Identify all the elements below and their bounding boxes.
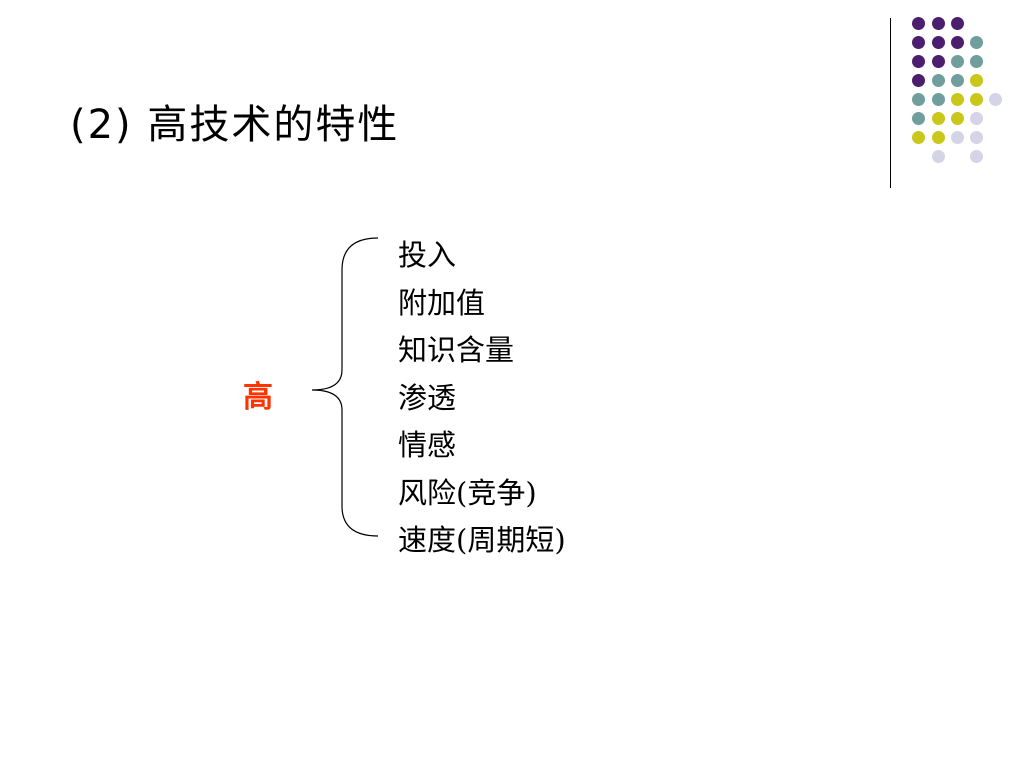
list-item: 渗透: [398, 380, 457, 415]
decorative-dot: [931, 111, 945, 125]
decorative-dot: [950, 92, 964, 106]
slide-title: (2) 高技术的特性: [70, 102, 400, 148]
decorative-dot: [950, 16, 964, 30]
list-item: 情感: [398, 428, 457, 462]
characteristics-list: 投入 附加值 知识含量 渗透 情感 风险(竞争) 速度(周期短): [398, 232, 566, 565]
decorative-dot: [911, 111, 925, 125]
decorative-dot: [931, 130, 945, 144]
list-item: 知识含量: [398, 333, 515, 367]
decorative-dot: [931, 35, 945, 49]
curly-brace: [311, 237, 379, 537]
decorative-dot: [931, 149, 945, 163]
decorative-dot: [969, 111, 983, 125]
decorative-dot: [911, 73, 925, 87]
decorative-dot: [950, 54, 964, 68]
decorative-dot: [969, 35, 983, 49]
decorative-dot: [911, 16, 925, 30]
decorative-dot: [950, 73, 964, 87]
list-item: 速度(周期短): [398, 523, 566, 557]
decorative-dot: [950, 35, 964, 49]
decorative-dot: [969, 92, 983, 106]
decorative-dot: [969, 54, 983, 68]
decorative-dot: [911, 35, 925, 49]
decorative-dot: [969, 149, 983, 163]
list-item: 投入: [398, 238, 457, 272]
decorative-dot: [988, 92, 1002, 106]
decorative-dot: [950, 111, 964, 125]
decorative-dot: [969, 130, 983, 144]
list-item: 附加值: [398, 285, 486, 320]
decorative-dot: [950, 130, 964, 144]
list-item: 风险(竞争): [398, 475, 537, 510]
decorative-dot: [931, 16, 945, 30]
decorative-dot: [931, 73, 945, 87]
decorative-dot: [969, 73, 983, 87]
decorative-dot: [931, 92, 945, 106]
decorative-dot-grid: [0, 0, 1024, 200]
decorative-dot: [911, 92, 925, 106]
decorative-dot: [931, 54, 945, 68]
decorative-dot: [911, 130, 925, 144]
divider-line: [890, 18, 891, 188]
decorative-dot: [911, 54, 925, 68]
gao-label: 高: [243, 380, 273, 415]
